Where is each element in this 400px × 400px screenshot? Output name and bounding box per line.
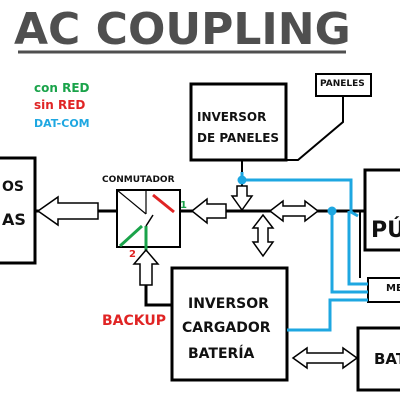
backup-label: BACKUP: [102, 313, 167, 329]
arrow-to-conmutador: [190, 197, 227, 225]
dat-com-node-1: [237, 175, 247, 185]
switch-contact-green: [118, 224, 144, 248]
right-top-partial-block: [363, 168, 400, 252]
arrow-cargador-bateria: [291, 346, 359, 370]
paneles-label: PANELES: [320, 79, 365, 89]
right-bottom-block-label: BAT: [374, 350, 400, 368]
paneles-line: [287, 96, 344, 161]
inversor-cargador-label-2: CARGADOR: [182, 320, 271, 336]
port-1-label: 1: [180, 200, 187, 211]
legend-sin-red: sin RED: [34, 98, 86, 112]
arrow-backup-up: [132, 248, 160, 286]
port-2-label: 2: [129, 249, 136, 260]
switch-contact-red: [152, 193, 175, 214]
inversor-cargador-box: [170, 266, 289, 382]
dat-com-node-2: [327, 206, 337, 216]
medidor-label: ME: [386, 283, 400, 294]
arrow-to-left-block: [36, 195, 99, 227]
inversor-cargador-label-3: BATERÍA: [188, 346, 255, 362]
legend-dat-com: DAT-COM: [34, 117, 90, 130]
conmutador-label: CONMUTADOR: [102, 175, 175, 185]
arrow-paneles-down: [230, 185, 254, 212]
inversor-cargador-label-1: INVERSOR: [188, 296, 269, 312]
right-top-block-label: PÚ: [371, 218, 400, 243]
left-block-label-bottom: AS: [2, 210, 26, 229]
inversor-paneles-box: [189, 82, 288, 162]
backup-line: [144, 285, 172, 307]
page-title: AC COUPLING: [14, 4, 351, 55]
legend-con-red: con RED: [34, 81, 90, 95]
inversor-paneles-label-2: DE PANELES: [197, 131, 280, 145]
arrow-bus-horizontal: [268, 199, 320, 223]
dat-com-lines: [240, 172, 368, 332]
right-bottom-partial-block: [356, 326, 400, 392]
arrow-cargador-bus: [251, 213, 275, 258]
inversor-paneles-label-1: INVERSOR: [197, 110, 267, 124]
left-block-label-top: OS: [2, 179, 24, 195]
medidor-partial-block: [367, 277, 400, 303]
